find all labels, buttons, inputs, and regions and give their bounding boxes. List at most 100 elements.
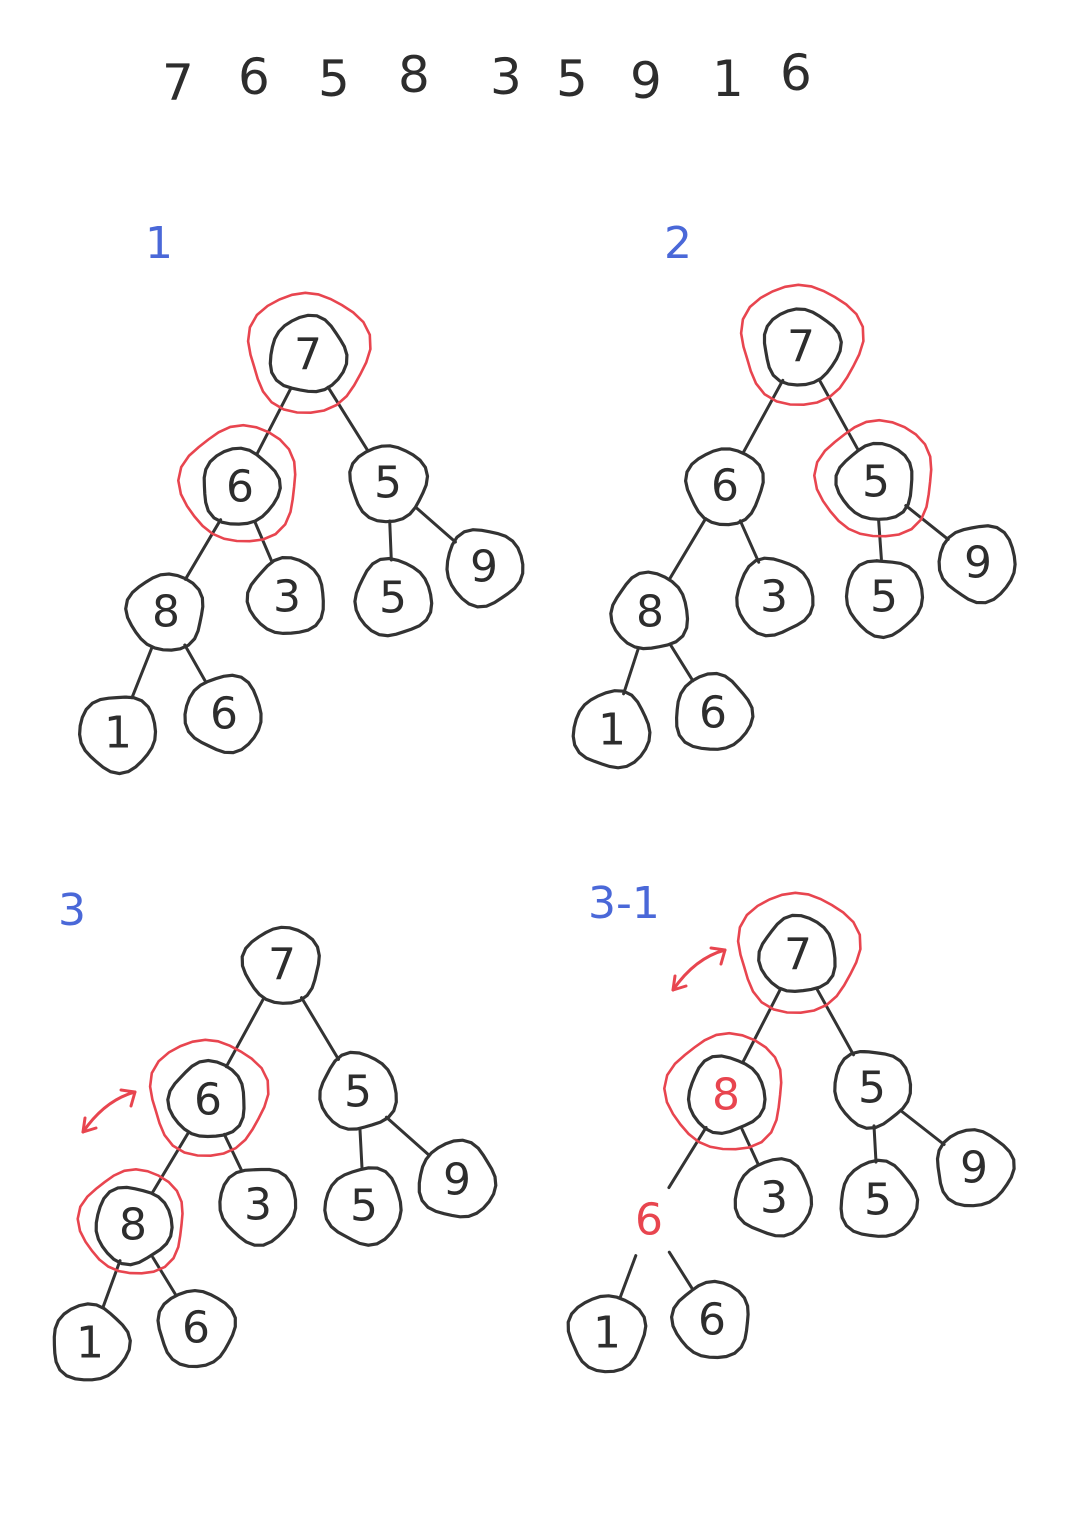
tree-node-circle bbox=[686, 1054, 767, 1136]
highlight-circle bbox=[736, 891, 862, 1015]
tree-edge bbox=[741, 378, 785, 455]
tree-node-circle bbox=[683, 447, 765, 527]
sequence-digit: 8 bbox=[398, 46, 430, 104]
step-label: 2 bbox=[664, 218, 692, 269]
tree-node-value: 6 bbox=[194, 1075, 222, 1126]
tree-edge bbox=[738, 519, 761, 564]
tree-node-value: 5 bbox=[379, 573, 407, 624]
highlight-circle bbox=[812, 418, 933, 538]
tree-node-circle bbox=[757, 913, 837, 994]
tree-node-value: 1 bbox=[76, 1318, 104, 1369]
tree-node-value: 5 bbox=[862, 457, 890, 508]
tree-node-value: 8 bbox=[152, 587, 180, 638]
tree-node-circle bbox=[94, 1185, 174, 1267]
swap-arrow-head bbox=[709, 946, 727, 966]
tree-node-value: 3 bbox=[760, 1173, 788, 1224]
sequence-digit: 9 bbox=[630, 52, 662, 110]
highlight-circle bbox=[246, 291, 372, 415]
tree-node-value: 1 bbox=[598, 705, 626, 756]
sequence-digit: 7 bbox=[162, 54, 194, 112]
tree-node-circle bbox=[937, 524, 1017, 605]
tree-node-circle bbox=[839, 1158, 920, 1238]
tree-node-circle bbox=[240, 925, 321, 1005]
tree-node-value: 5 bbox=[344, 1067, 372, 1118]
tree-node-value: 7 bbox=[268, 940, 296, 991]
tree-node-value: 9 bbox=[443, 1155, 471, 1206]
tree-edge bbox=[815, 986, 855, 1057]
tree-node-circle bbox=[674, 671, 755, 751]
tree-node-circle bbox=[571, 689, 652, 770]
tree-node-value: 5 bbox=[350, 1181, 378, 1232]
tree-node-value: 6 bbox=[210, 689, 238, 740]
tree-edge bbox=[388, 519, 393, 562]
highlight-circle bbox=[148, 1038, 270, 1158]
tree-node-circle bbox=[323, 1166, 403, 1247]
heap-panel: 3 7 6 5 8 3 5 9 1 6 bbox=[52, 885, 498, 1382]
tree-node-circle bbox=[124, 572, 205, 652]
tree-node-circle bbox=[156, 1288, 237, 1369]
tree-edge bbox=[415, 506, 457, 544]
tree-node-value: 6 bbox=[635, 1195, 663, 1246]
tree-node-value: 1 bbox=[104, 708, 132, 759]
tree-edge bbox=[255, 387, 293, 455]
tree-node-circle bbox=[762, 307, 843, 387]
tree-node-value: 6 bbox=[226, 462, 254, 513]
tree-node-value: 7 bbox=[784, 930, 812, 981]
sequence-digit: 6 bbox=[238, 48, 270, 106]
tree-edge bbox=[130, 645, 154, 700]
sequence-digit: 5 bbox=[556, 50, 588, 108]
tree-edge bbox=[253, 520, 274, 564]
swap-arrow-head bbox=[119, 1088, 137, 1108]
tree-edge bbox=[667, 1250, 694, 1290]
tree-node-circle bbox=[834, 441, 914, 521]
tree-node-value: 9 bbox=[960, 1143, 988, 1194]
tree-edge bbox=[900, 1110, 946, 1146]
tree-node-value: 1 bbox=[593, 1308, 621, 1359]
tree-node-value: 5 bbox=[864, 1175, 892, 1226]
tree-node-value: 8 bbox=[119, 1200, 147, 1251]
tree-node-circle bbox=[417, 1138, 498, 1219]
tree-edge bbox=[667, 517, 708, 581]
sequence-digit: 1 bbox=[712, 50, 744, 108]
tree-edge bbox=[668, 642, 695, 683]
highlight-circle bbox=[176, 423, 297, 543]
swap-arrow bbox=[81, 1090, 137, 1134]
tree-node-circle bbox=[735, 556, 815, 638]
swap-arrow bbox=[671, 948, 727, 992]
tree-node-value: 6 bbox=[699, 688, 727, 739]
tree-node-circle bbox=[844, 559, 925, 640]
tree-edge bbox=[384, 1115, 431, 1157]
tree-node-value: 7 bbox=[787, 322, 815, 373]
tree-edge bbox=[622, 646, 640, 696]
step-label: 3-1 bbox=[588, 878, 660, 929]
tree-node-value: 3 bbox=[760, 572, 788, 623]
tree-node-circle bbox=[52, 1302, 132, 1382]
tree-node-circle bbox=[445, 528, 525, 609]
tree-edge bbox=[151, 1131, 190, 1194]
tree-node-circle bbox=[353, 556, 434, 638]
tree-node-circle bbox=[833, 1049, 913, 1130]
highlight-circle bbox=[739, 283, 865, 407]
tree-node-value: 3 bbox=[244, 1180, 272, 1231]
tree-node-value: 6 bbox=[182, 1303, 210, 1354]
tree-edge bbox=[358, 1128, 364, 1170]
tree-edge bbox=[151, 1255, 178, 1298]
tree-node-value: 5 bbox=[858, 1063, 886, 1114]
tree-edge bbox=[224, 996, 266, 1069]
tree-node-value: 9 bbox=[964, 538, 992, 589]
tree-edge bbox=[904, 504, 950, 541]
tree-node-circle bbox=[245, 555, 325, 636]
tree-node-circle bbox=[268, 313, 349, 394]
tree-node-circle bbox=[318, 1050, 398, 1131]
tree-node-value: 5 bbox=[374, 458, 402, 509]
tree-node-circle bbox=[202, 446, 282, 526]
step-label: 3 bbox=[58, 885, 86, 936]
tree-node-value: 6 bbox=[711, 461, 739, 512]
tree-edge bbox=[818, 378, 859, 451]
tree-edge bbox=[183, 518, 223, 581]
tree-edge bbox=[667, 1125, 708, 1190]
